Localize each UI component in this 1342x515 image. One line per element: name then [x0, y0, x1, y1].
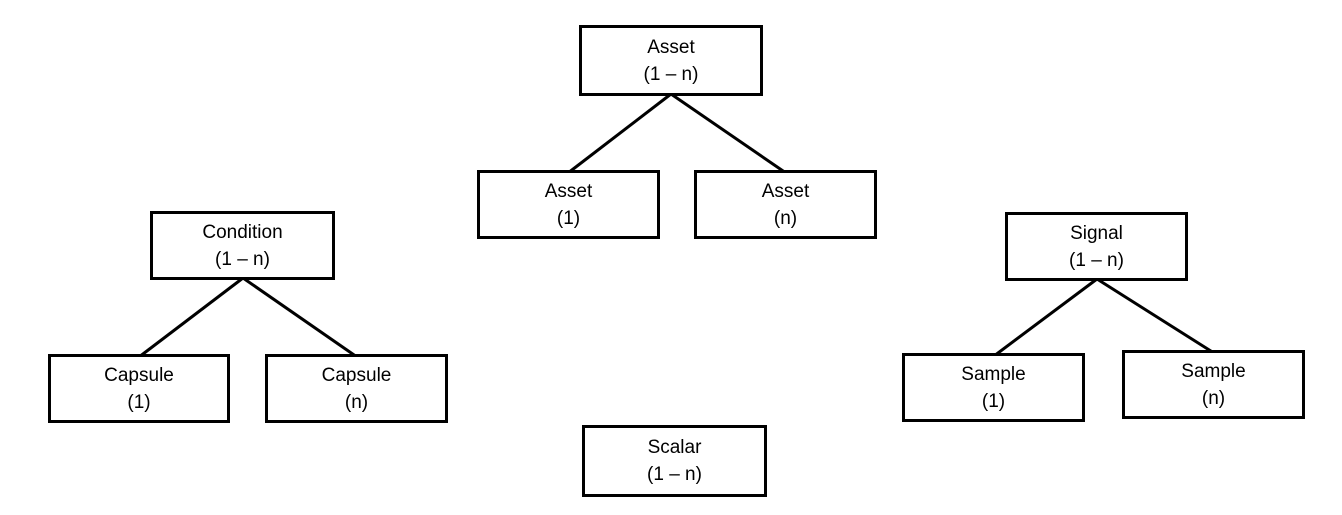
node-title: Condition — [202, 221, 283, 243]
node-multiplicity: (1 – n) — [643, 63, 699, 85]
node-asset-n: Asset (n) — [694, 170, 877, 239]
node-asset-1: Asset (1) — [477, 170, 660, 239]
node-condition-root: Condition (1 – n) — [150, 211, 335, 280]
node-title: Scalar — [647, 437, 702, 458]
node-sample-1: Sample (1) — [902, 353, 1085, 422]
node-signal-root: Signal (1 – n) — [1005, 212, 1188, 281]
node-title: Asset — [761, 180, 810, 202]
node-multiplicity: (1) — [981, 390, 1006, 412]
node-title: Capsule — [321, 364, 392, 386]
node-capsule-1: Capsule (1) — [48, 354, 230, 423]
node-multiplicity: (1) — [127, 391, 151, 413]
node-capsule-n: Capsule (n) — [265, 354, 448, 423]
node-title: Asset — [647, 36, 695, 58]
node-multiplicity: (1 – n) — [647, 464, 702, 485]
connector-condition-left — [138, 276, 244, 359]
node-title: Sample — [961, 363, 1026, 385]
node-title: Capsule — [104, 364, 174, 386]
node-sample-n: Sample (n) — [1122, 350, 1305, 419]
connector-signal-right — [1096, 277, 1215, 355]
connector-condition-right — [242, 276, 358, 359]
node-multiplicity: (n) — [344, 391, 369, 413]
connector-asset-left — [567, 92, 672, 175]
node-multiplicity: (n) — [773, 207, 798, 229]
connector-signal-left — [993, 277, 1098, 358]
connector-asset-right — [670, 92, 787, 175]
node-title: Asset — [544, 180, 593, 202]
node-multiplicity: (1 – n) — [215, 248, 270, 270]
node-asset-root: Asset (1 – n) — [579, 25, 763, 96]
node-title: Sample — [1181, 360, 1246, 382]
node-scalar: Scalar (1 – n) — [582, 425, 767, 497]
node-multiplicity: (n) — [1201, 387, 1226, 409]
node-multiplicity: (1 – n) — [1069, 249, 1124, 271]
node-multiplicity: (1) — [556, 207, 581, 229]
node-title: Signal — [1070, 222, 1123, 244]
